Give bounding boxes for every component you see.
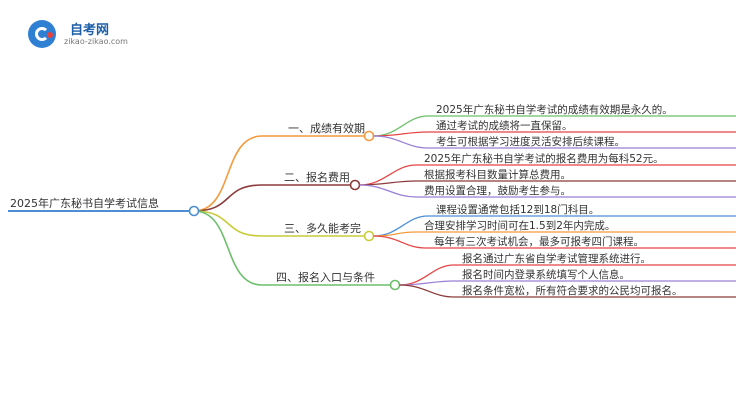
leaf-connector (373, 231, 417, 237)
leaf-label: 每年有三次考试机会，最多可报考四门课程。 (434, 235, 644, 248)
leaf-label: 课程设置通常包括12到18门科目。 (436, 203, 599, 216)
branch-label: 二、报名费用 (284, 170, 350, 184)
leaf-label: 费用设置合理，鼓励考生参与。 (424, 184, 571, 197)
leaf-connector (373, 115, 429, 137)
leaf-label: 根据报考科目数量计算总费用。 (424, 168, 571, 181)
leaf-connector (359, 180, 417, 186)
leaf-label: 报名通过广东省自学考试管理系统进行。 (462, 252, 651, 265)
branch-node (363, 130, 375, 142)
leaf-connector (359, 184, 417, 198)
leaf-connector (399, 264, 455, 286)
leaf-label: 2025年广东秘书自学考试的报名费用为每科52元。 (424, 152, 664, 165)
leaf-label: 合理安排学习时间可在1.5到2年内完成。 (424, 219, 615, 232)
branch-connector (193, 210, 263, 286)
branch-connector (193, 184, 263, 212)
logo-brand-name: 自考网 (70, 23, 110, 38)
leaf-connector (359, 164, 417, 186)
branch-label: 三、多久能考完 (284, 221, 361, 235)
branch-node (349, 179, 361, 191)
leaf-connector (399, 280, 455, 286)
branch-node (389, 279, 401, 291)
branch-connector (193, 135, 263, 212)
branch-connector (193, 210, 263, 237)
branch-label: 四、报名入口与条件 (276, 270, 375, 284)
leaf-connector (399, 284, 455, 298)
leaf-label: 通过考试的成绩将一直保留。 (436, 119, 573, 132)
leaf-label: 报名条件宽松，所有符合要求的公民均可报名。 (462, 284, 683, 297)
root-topic-label: 2025年广东秘书自学考试信息 (10, 196, 159, 210)
leaf-connector (373, 235, 427, 249)
leaf-connector (373, 131, 429, 137)
logo-site-url: zikao-zikao.com (64, 37, 128, 46)
logo-dot-icon (47, 32, 53, 38)
leaf-label: 2025年广东秘书自学考试的成绩有效期是永久的。 (436, 103, 673, 116)
site-logo: 自考网 zikao-zikao.com (28, 18, 148, 54)
leaf-label: 报名时间内登录系统填写个人信息。 (462, 268, 630, 281)
leaf-label: 考生可根据学习进度灵活安排后续课程。 (436, 135, 625, 148)
branch-node (363, 230, 375, 242)
root-node (188, 205, 200, 217)
branch-label: 一、成绩有效期 (288, 121, 365, 135)
leaf-connector (373, 135, 429, 149)
